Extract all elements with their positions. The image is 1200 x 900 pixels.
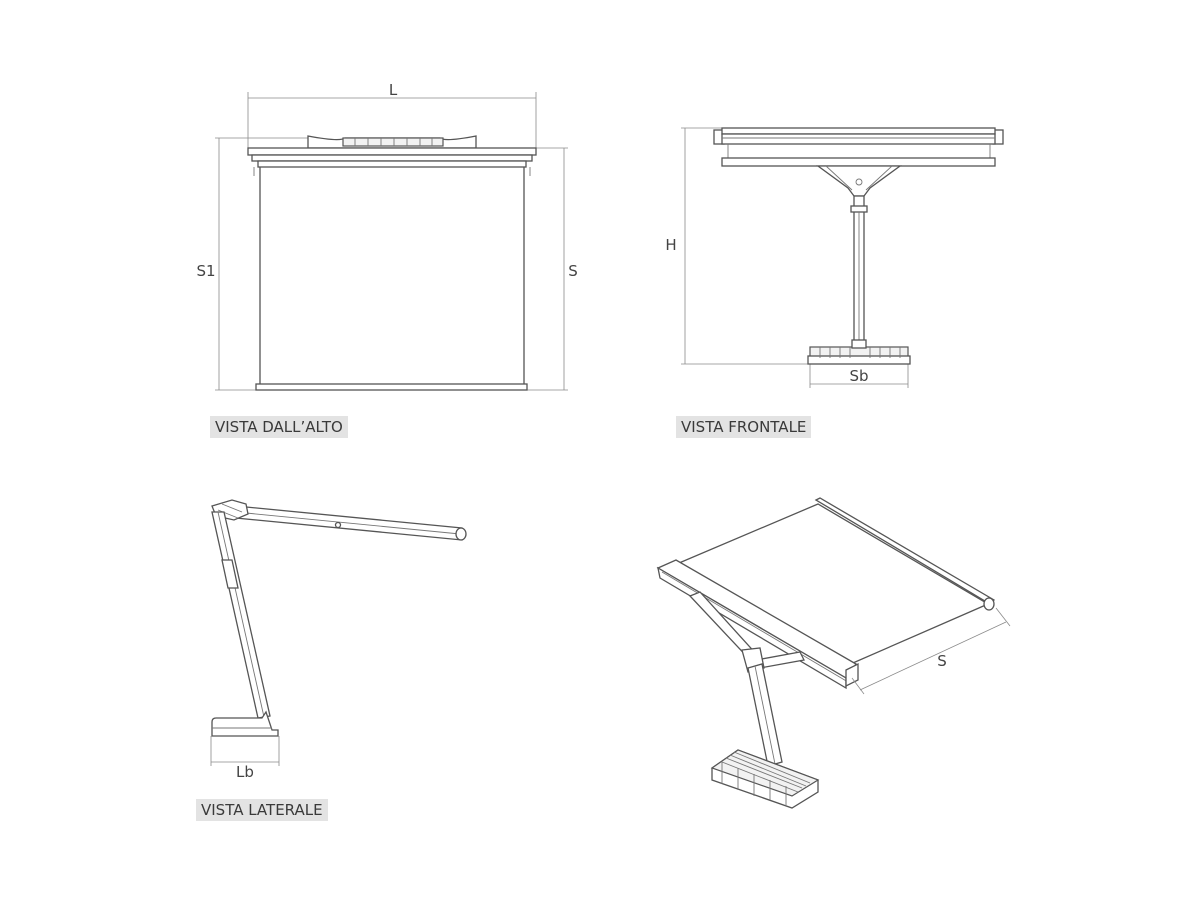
dim-label-l: L bbox=[389, 81, 398, 99]
side-view-drawing: Lb bbox=[210, 499, 467, 781]
front-view-drawing: H Sb bbox=[665, 127, 1004, 388]
dim-label-s: S bbox=[568, 262, 578, 280]
dim-label-lb: Lb bbox=[236, 763, 254, 781]
iso-view-drawing: S bbox=[656, 497, 1011, 809]
top-view-drawing: L S1 S bbox=[196, 81, 578, 391]
dim-label-iso-s: S bbox=[937, 652, 947, 670]
caption-side-view: VISTA LATERALE bbox=[196, 799, 328, 821]
dim-label-sb: Sb bbox=[849, 367, 868, 385]
dim-label-s1: S1 bbox=[196, 262, 215, 280]
dim-label-h: H bbox=[665, 236, 676, 254]
caption-front-view: VISTA FRONTALE bbox=[676, 416, 812, 438]
caption-top-view: VISTA DALL’ALTO bbox=[210, 416, 348, 438]
